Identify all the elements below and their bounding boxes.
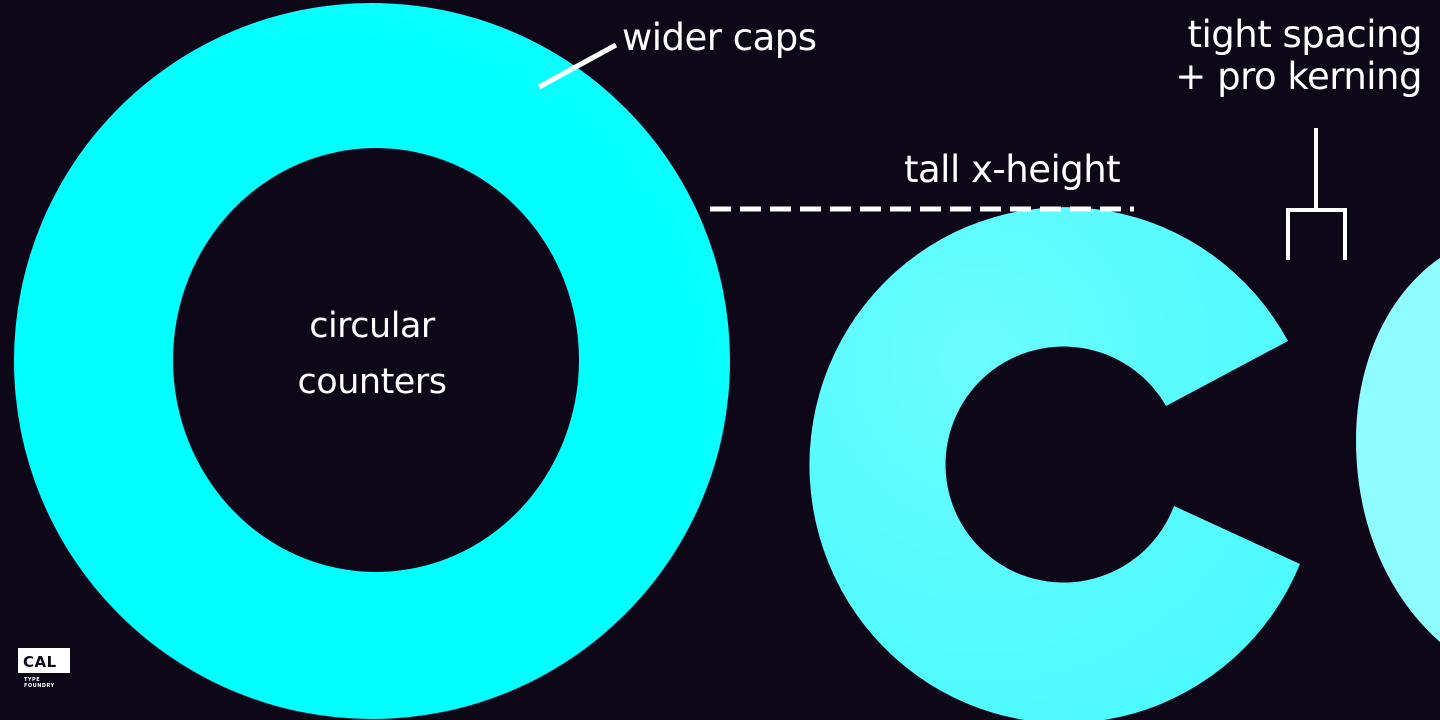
logo-sub-line1: TYPE — [24, 677, 41, 683]
annotation-tight-spacing-line1: tight spacing — [1187, 13, 1423, 56]
lowercase-c-glyph — [809, 207, 1300, 720]
foundry-logo: CAL TYPE FOUNDRY — [18, 648, 78, 689]
annotation-tight-spacing-line2: + pro kerning — [1175, 55, 1422, 98]
logo-mark: CAL — [18, 648, 70, 673]
cap-o-glyph — [14, 3, 730, 719]
wider-caps-pointer — [537, 42, 618, 90]
logo-subtitle: TYPE FOUNDRY — [24, 677, 78, 689]
annotation-wider-caps: wider caps — [622, 16, 817, 59]
annotation-circular-counters: circular counters — [298, 298, 447, 410]
annotation-circular-line1: circular — [309, 306, 435, 346]
partial-next-glyph — [1356, 258, 1440, 642]
annotation-tall-x-height: tall x-height — [904, 148, 1121, 191]
spacing-bracket — [1286, 128, 1347, 260]
logo-sub-line2: FOUNDRY — [24, 683, 55, 689]
annotation-circular-line2: counters — [297, 362, 447, 402]
annotation-tight-spacing: tight spacing + pro kerning — [1175, 14, 1422, 98]
